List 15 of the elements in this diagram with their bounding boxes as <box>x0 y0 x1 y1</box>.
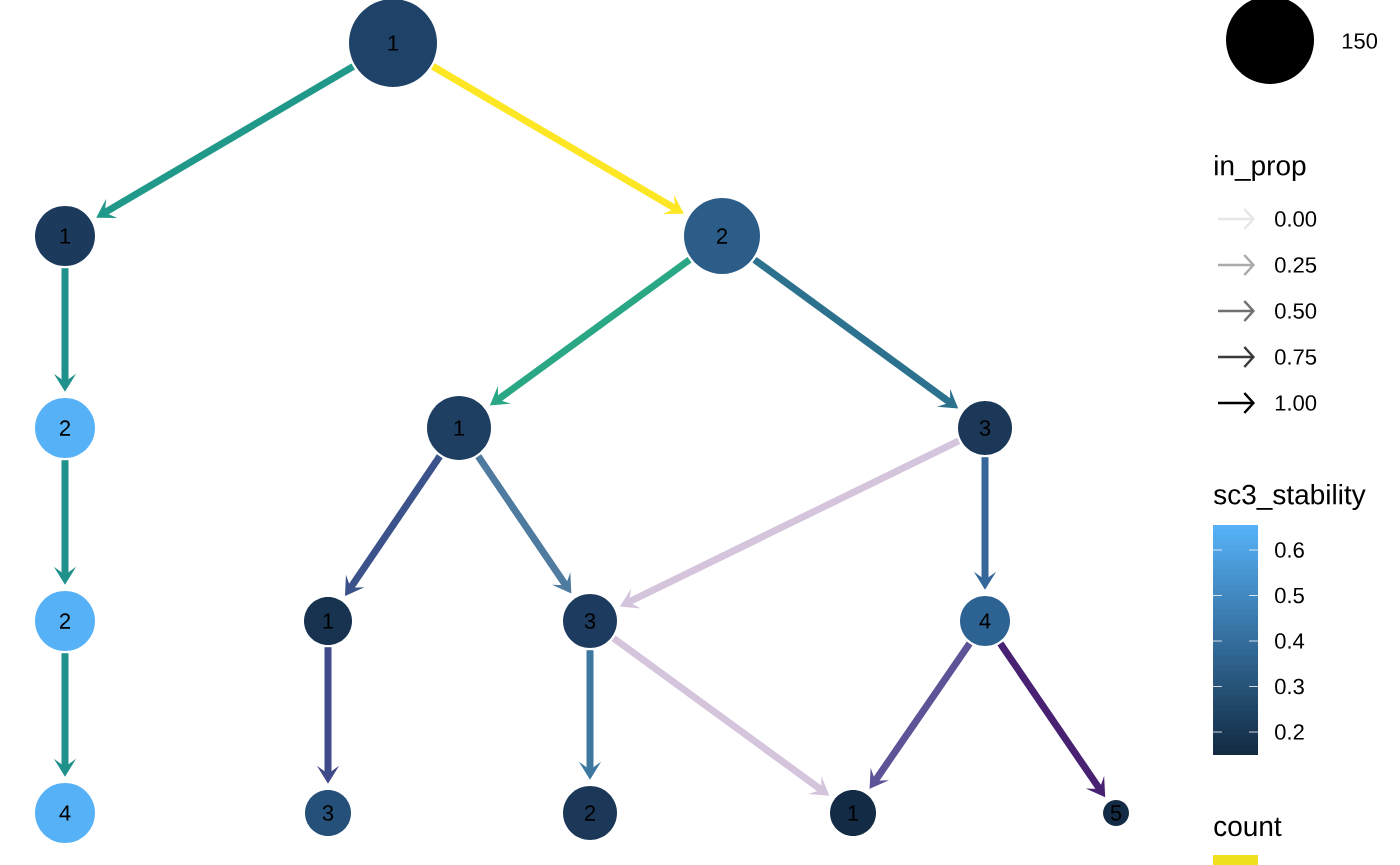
tick-label: 0.2 <box>1275 724 1304 740</box>
legend-label: 0.00 <box>1275 211 1317 227</box>
tick-label: 0.6 <box>1275 542 1304 558</box>
legend-label: 1.00 <box>1275 395 1317 411</box>
arrow <box>869 641 973 789</box>
legend-label: 0.50 <box>1275 303 1317 319</box>
legend-label: 0.75 <box>1275 349 1317 365</box>
tick-label: 0.3 <box>1275 678 1304 695</box>
legend-title: sc3_stability <box>1214 483 1366 511</box>
tick-label: 0.5 <box>1275 587 1304 604</box>
legend-title: in_prop <box>1215 154 1306 182</box>
tick-label: 0.4 <box>1275 633 1305 649</box>
legend-label: 150 <box>1342 33 1378 49</box>
legend-title: count <box>1214 817 1282 837</box>
legend-label: 0.25 <box>1275 257 1317 273</box>
